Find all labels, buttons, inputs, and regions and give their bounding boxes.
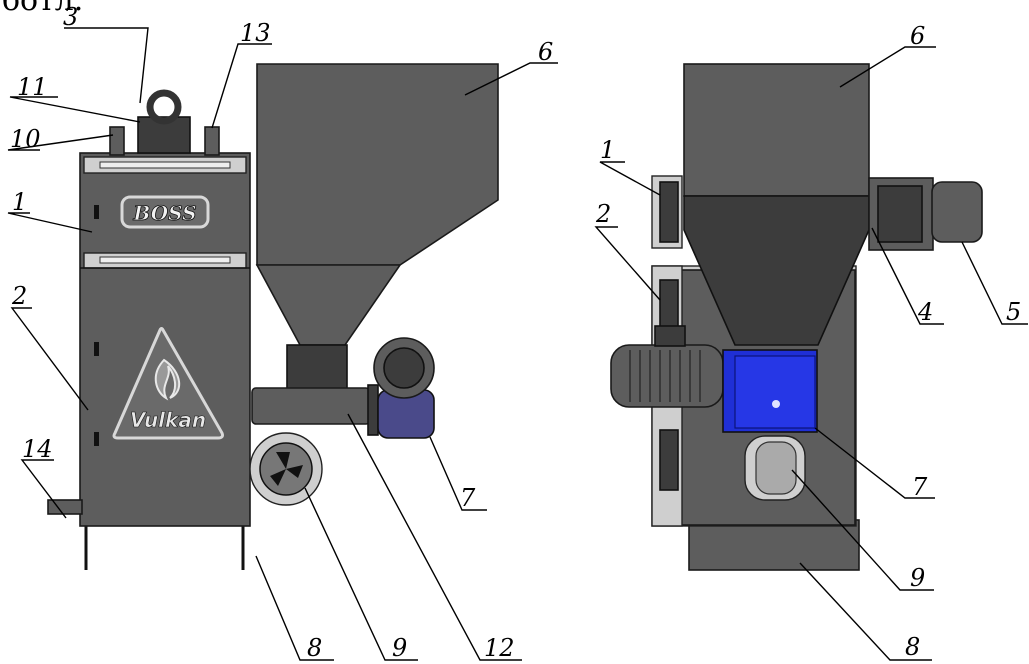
- callout-14: 14: [22, 435, 53, 463]
- callout-10: 10: [10, 125, 41, 153]
- callout-6-side: 6: [910, 22, 925, 50]
- callout-7: 7: [460, 484, 476, 512]
- callout-6: 6: [538, 38, 553, 66]
- callout-1: 1: [12, 188, 27, 216]
- header-text: ботл.: [2, 0, 83, 18]
- pipe-5: [931, 181, 983, 243]
- boss-logo: BOSS: [132, 201, 196, 225]
- callout-2: 2: [11, 282, 27, 310]
- callout-4: 4: [917, 298, 933, 326]
- hopper-6-side: [683, 63, 870, 197]
- auger-tube-12: [251, 387, 371, 425]
- vulkan-badge: [112, 327, 224, 440]
- lifting-eye-3: [146, 89, 182, 125]
- callout-9: 9: [392, 634, 407, 662]
- boss-plate: [120, 195, 210, 229]
- callout-12: 12: [484, 634, 515, 662]
- pipe-10: [109, 126, 125, 156]
- left-callouts: 3 11 13 10 6 1 2 14 7 8 9 12: [7, 3, 558, 662]
- callout-3: 3: [63, 3, 78, 31]
- callout-1-side: 1: [600, 136, 615, 164]
- callout-8-side: 8: [905, 633, 920, 661]
- callout-13: 13: [240, 19, 271, 47]
- pipe-14: [47, 499, 83, 515]
- pipe-13: [204, 126, 220, 156]
- handle: [94, 432, 99, 446]
- callout-5: 5: [1006, 298, 1021, 326]
- callout-8: 8: [307, 634, 322, 662]
- right-callouts: 6 1 2 4 5 7 9 8: [594, 22, 1028, 661]
- hopper-funnel: [255, 264, 402, 346]
- hopper-6: [256, 63, 499, 266]
- right-view: [610, 63, 983, 571]
- motor-side: [610, 344, 724, 408]
- callout-7-side: 7: [912, 473, 928, 501]
- handle: [94, 205, 99, 219]
- base-8: [688, 519, 860, 571]
- callout-2-side: 2: [595, 200, 611, 228]
- fan-blades-icon: [270, 452, 303, 486]
- left-view: BOSS Vulkan: [47, 63, 499, 570]
- handle: [94, 342, 99, 356]
- callout-11: 11: [17, 73, 48, 101]
- callout-9-side: 9: [910, 564, 925, 592]
- vulkan-logo: Vulkan: [130, 408, 206, 432]
- flame-icon: [154, 358, 180, 401]
